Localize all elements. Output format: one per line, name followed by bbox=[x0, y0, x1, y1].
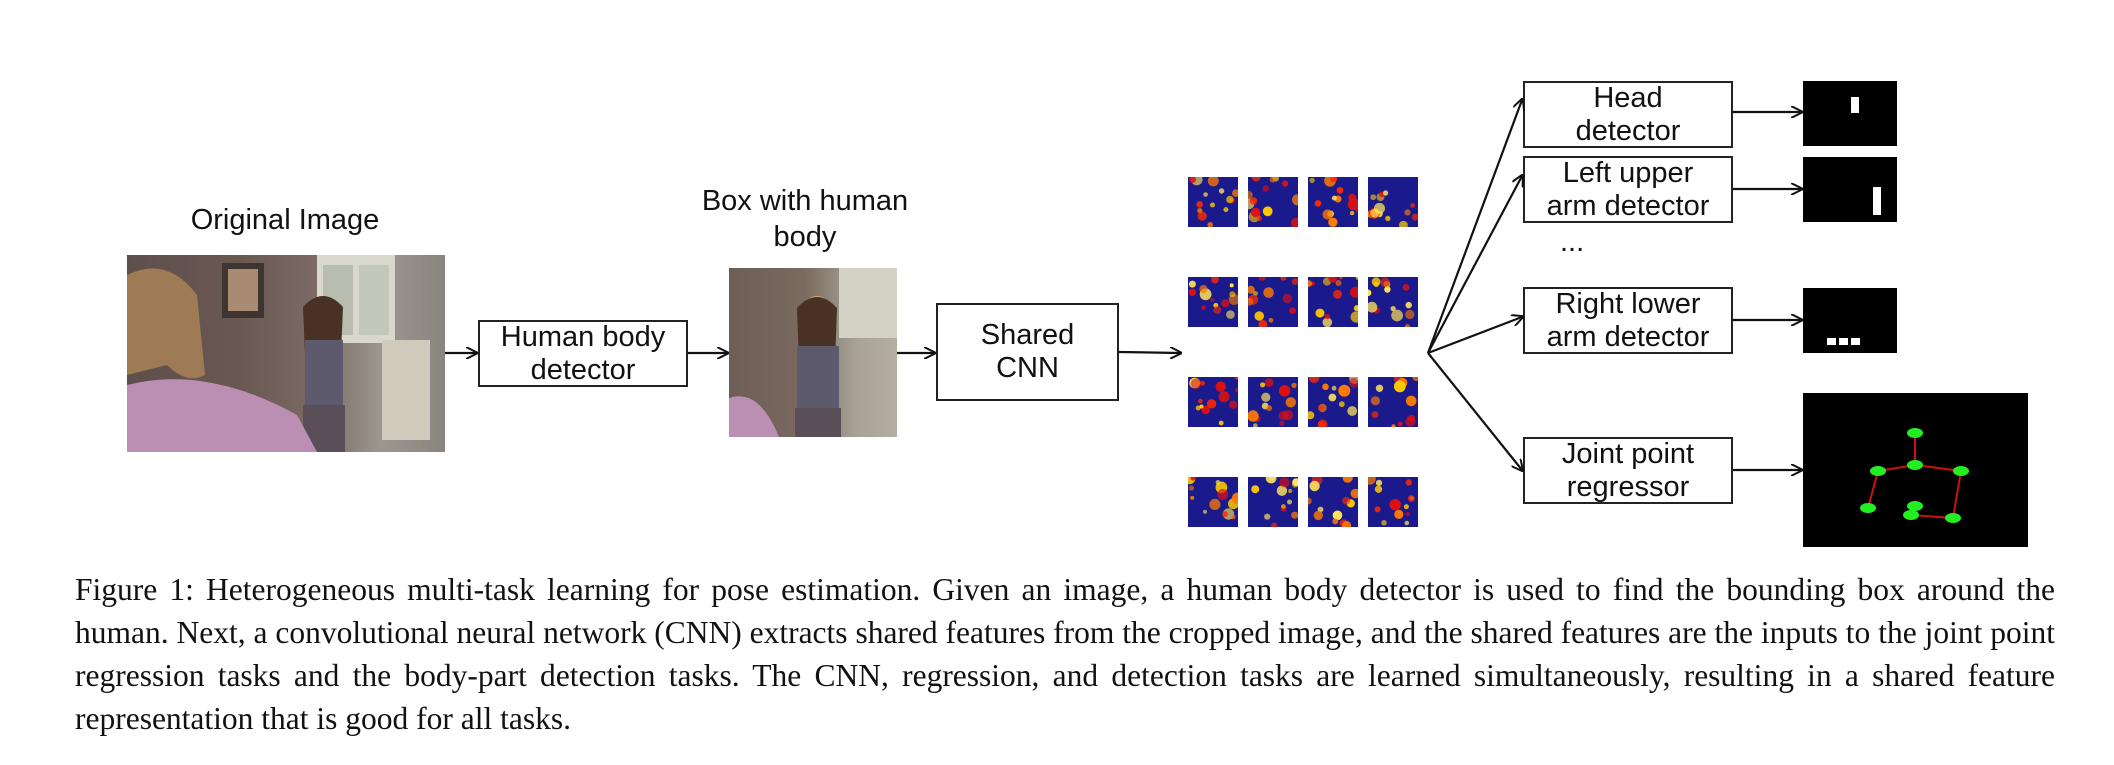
head-detector-box: Head detector bbox=[1523, 81, 1733, 148]
arrow-features-to-right-lower-arm bbox=[1427, 317, 1522, 355]
feature-map-tile bbox=[1248, 477, 1298, 527]
original-image-label: Original Image bbox=[190, 204, 380, 236]
joint-point-regressor-box: Joint point regressor bbox=[1523, 437, 1733, 504]
feature-map-tile bbox=[1368, 377, 1418, 427]
feature-map-tile bbox=[1248, 377, 1298, 427]
head-output-mark bbox=[1851, 97, 1859, 113]
right-lower-arm-detector-line1: Right lower bbox=[1555, 287, 1701, 320]
joint-point-output-map bbox=[1803, 393, 2028, 547]
cropped-image-scene bbox=[729, 268, 897, 437]
original-image-scene bbox=[127, 255, 430, 452]
right-lower-arm-output-map bbox=[1803, 288, 1897, 353]
feature-map-tile bbox=[1368, 477, 1418, 527]
feature-map-tile bbox=[1308, 177, 1358, 227]
more-detectors-ellipsis: ... bbox=[1560, 226, 1585, 258]
feature-map-tile bbox=[1188, 477, 1238, 527]
head-output-map bbox=[1803, 81, 1897, 146]
cropped-image-label-line2: body bbox=[773, 221, 837, 253]
right-lower-arm-output-mark bbox=[1827, 338, 1861, 345]
skeleton-diagram bbox=[1860, 428, 1969, 523]
left-upper-arm-detector-box: Left upper arm detector bbox=[1523, 156, 1733, 223]
feature-map-tile bbox=[1248, 277, 1298, 327]
right-lower-arm-detector-box: Right lower arm detector bbox=[1523, 287, 1733, 354]
feature-map-tile bbox=[1308, 477, 1358, 527]
arrow-cnn-to-features bbox=[1118, 352, 1180, 353]
head-detector-line1: Head bbox=[1593, 81, 1663, 114]
feature-map-tile bbox=[1368, 177, 1418, 227]
head-detector-line2: detector bbox=[1575, 114, 1681, 147]
human-body-detector-box: Human body detector bbox=[478, 320, 688, 387]
feature-map-tile bbox=[1188, 277, 1238, 327]
human-body-detector-line2: detector bbox=[530, 353, 636, 386]
feature-map-tile bbox=[1188, 377, 1238, 427]
feature-map-tile bbox=[1308, 377, 1358, 427]
cropped-image-label-line1: Box with human bbox=[701, 185, 909, 217]
shared-cnn-line2: CNN bbox=[996, 352, 1059, 384]
feature-map-tile bbox=[1248, 177, 1298, 227]
shared-cnn-box: Shared CNN bbox=[936, 303, 1119, 401]
cropped-image-photo bbox=[729, 268, 897, 437]
left-upper-arm-output-map bbox=[1803, 157, 1897, 222]
feature-map-tile bbox=[1368, 277, 1418, 327]
arrow-features-to-head bbox=[1426, 100, 1522, 354]
right-lower-arm-detector-line2: arm detector bbox=[1546, 320, 1710, 353]
original-image-photo bbox=[127, 255, 445, 452]
feature-map-tile bbox=[1308, 277, 1358, 327]
joint-point-regressor-line1: Joint point bbox=[1561, 437, 1695, 470]
figure-caption: Figure 1: Heterogeneous multi-task learn… bbox=[75, 572, 2055, 736]
left-upper-arm-detector-line1: Left upper bbox=[1562, 156, 1694, 189]
joint-point-regressor-line2: regressor bbox=[1566, 470, 1690, 503]
arrow-features-to-left-upper-arm bbox=[1427, 176, 1522, 354]
left-upper-arm-output-mark bbox=[1873, 187, 1881, 215]
feature-map-tile bbox=[1188, 177, 1238, 227]
human-body-detector-line1: Human body bbox=[500, 320, 666, 353]
arrow-features-to-joint-regressor bbox=[1427, 352, 1522, 470]
left-upper-arm-detector-line2: arm detector bbox=[1546, 189, 1710, 222]
shared-cnn-line1: Shared bbox=[980, 319, 1075, 351]
